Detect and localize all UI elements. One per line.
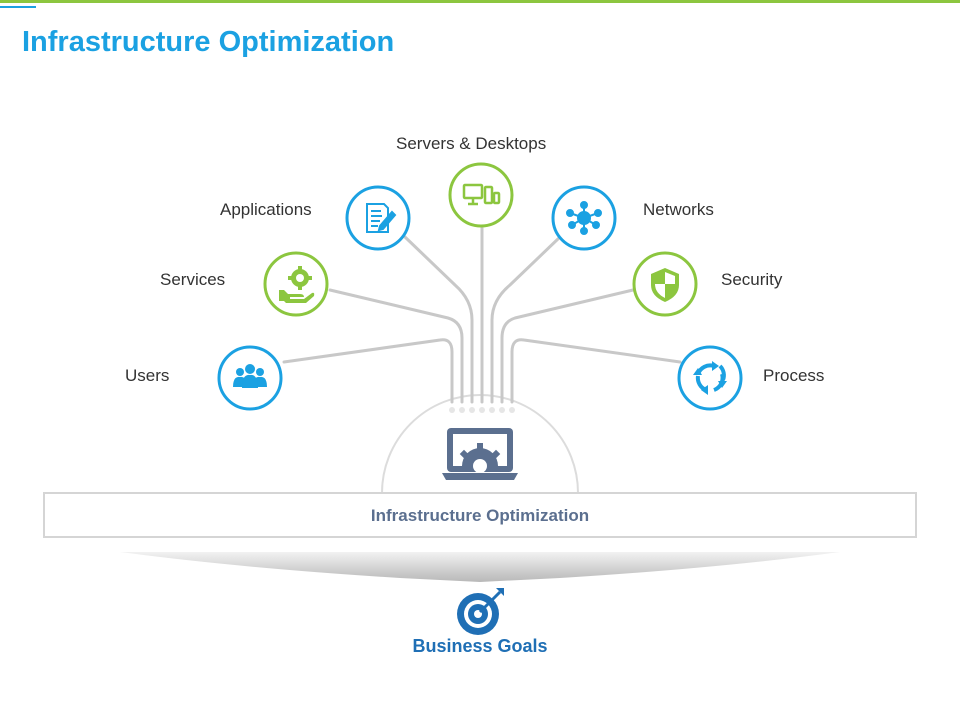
node-label-users: Users	[125, 366, 170, 385]
goal-label: Business Goals	[412, 636, 548, 656]
laptop-gear-icon	[442, 428, 518, 480]
document-edit-icon	[366, 203, 397, 233]
node-process	[677, 345, 743, 411]
node-servers-desktops	[448, 162, 514, 228]
node-label-applications: Applications	[220, 200, 312, 219]
connector-networks	[490, 235, 562, 404]
connector-users	[282, 338, 454, 404]
target-arrow-icon	[457, 588, 504, 635]
node-label-security: Security	[721, 270, 783, 289]
network-hub-icon	[566, 201, 602, 235]
node-label-services: Services	[160, 270, 226, 289]
node-label-networks: Networks	[643, 200, 714, 219]
node-security	[632, 251, 698, 317]
users-icon	[233, 364, 267, 388]
devices-icon	[462, 183, 501, 206]
hub-label: Infrastructure Optimization	[370, 506, 590, 525]
connector-applications	[403, 235, 474, 404]
hub-bar	[43, 492, 917, 538]
node-users	[217, 345, 283, 411]
node-applications	[345, 185, 411, 251]
shield-icon	[651, 268, 679, 302]
connector-fade	[449, 407, 515, 413]
hand-gear-icon	[279, 266, 315, 303]
connector-services	[328, 288, 464, 404]
page-title: Infrastructure Optimization	[22, 26, 395, 58]
node-label-servers-desktops: Servers & Desktops	[396, 134, 547, 153]
top-rule	[0, 0, 960, 3]
connector-group	[282, 226, 682, 404]
funnel-shape	[120, 552, 840, 582]
connector-process	[510, 338, 682, 404]
node-services	[263, 251, 329, 317]
connector-security	[500, 288, 635, 404]
top-accent-rule	[0, 6, 36, 8]
node-label-process: Process	[763, 366, 825, 385]
node-networks	[551, 185, 617, 251]
